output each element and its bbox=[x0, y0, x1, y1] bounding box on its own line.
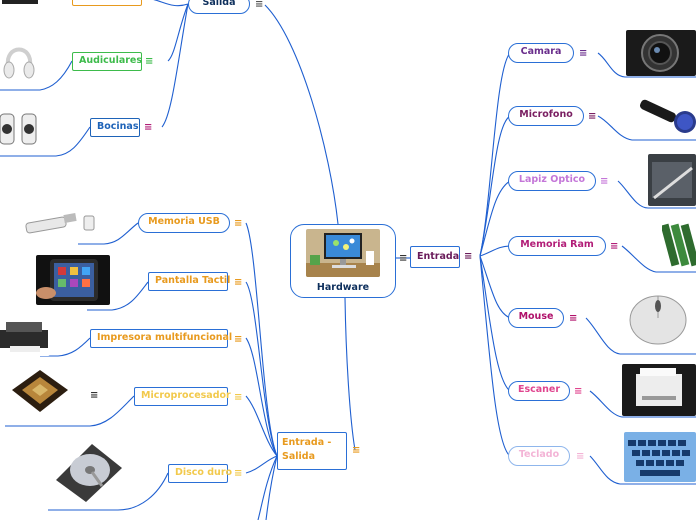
keyboard-image bbox=[624, 432, 696, 482]
node-entrada-salida[interactable]: Entrada - Salida bbox=[277, 432, 347, 470]
connector-center-es bbox=[344, 297, 356, 451]
microprocesador-menu-icon[interactable]: ≡ bbox=[234, 392, 243, 403]
connector-mouse-pic bbox=[585, 317, 696, 355]
hardware-image bbox=[306, 229, 380, 277]
microfono-menu-icon[interactable]: ≡ bbox=[588, 111, 597, 122]
entrada-pre-menu-icon[interactable]: ≡ bbox=[399, 253, 408, 264]
hardware-label: Hardware bbox=[316, 282, 370, 293]
hardware-central-topic[interactable]: Hardware bbox=[290, 224, 396, 298]
node-impresora-multifuncional[interactable]: Impresora multifuncional bbox=[90, 329, 232, 348]
connector-es-disco bbox=[245, 455, 278, 474]
hard-disk-image bbox=[52, 440, 126, 504]
connector-impresora-pic bbox=[40, 337, 91, 357]
node-memoria-ram[interactable]: Memoria Ram bbox=[508, 236, 606, 256]
connector-memoria-pic bbox=[621, 245, 696, 273]
microprocesador-image-menu-icon[interactable]: ≡ bbox=[90, 390, 99, 401]
monitor-image bbox=[0, 0, 44, 8]
connector-salida-bocinas bbox=[161, 3, 189, 128]
node-teclado[interactable]: Teclado bbox=[508, 446, 570, 466]
node-salida-hidden[interactable] bbox=[72, 0, 142, 6]
connector-es-down1 bbox=[257, 455, 278, 520]
node-bocinas[interactable]: Bocinas bbox=[90, 118, 140, 137]
microphone-image bbox=[635, 90, 696, 138]
node-memoria-usb[interactable]: Memoria USB bbox=[138, 213, 230, 233]
escaner-menu-icon[interactable]: ≡ bbox=[574, 386, 583, 397]
light-pen-image bbox=[648, 154, 696, 206]
connector-entrada-teclado bbox=[479, 255, 511, 457]
connector-disco-pic bbox=[48, 472, 169, 511]
mouse-image bbox=[620, 284, 696, 352]
scanner-image bbox=[622, 364, 696, 416]
node-microfono[interactable]: Microfono bbox=[508, 106, 584, 126]
connector-es-impresora bbox=[245, 337, 278, 457]
bocinas-menu-icon[interactable]: ≡ bbox=[144, 122, 153, 133]
connector-escaner-pic bbox=[589, 390, 696, 418]
node-lapiz-optico[interactable]: Lapiz Optico bbox=[508, 171, 596, 191]
connector-entrada-camara bbox=[479, 52, 511, 257]
node-mouse[interactable]: Mouse bbox=[508, 308, 564, 328]
connector-center-salida bbox=[264, 4, 339, 225]
connector-teclado-pic bbox=[589, 455, 696, 485]
connector-usb-pic bbox=[78, 222, 139, 245]
printer-image bbox=[0, 320, 50, 356]
microprocessor-image bbox=[6, 366, 72, 416]
node-microprocesador[interactable]: Microprocesador bbox=[134, 387, 231, 406]
pantalla-tactil-menu-icon[interactable]: ≡ bbox=[234, 277, 243, 288]
connector-salida-audiculares bbox=[167, 3, 189, 62]
connector-microfono-pic bbox=[597, 115, 696, 141]
connector-entrada-escaner bbox=[479, 255, 511, 392]
teclado-menu-icon[interactable]: ≡ bbox=[576, 451, 585, 462]
usb-image bbox=[22, 206, 98, 238]
connector-lapiz-pic bbox=[617, 180, 696, 209]
memoria-ram-menu-icon[interactable]: ≡ bbox=[610, 241, 619, 252]
ram-image bbox=[662, 220, 696, 270]
node-entrada[interactable]: Entrada bbox=[410, 246, 460, 268]
salida-menu-icon[interactable]: ≡ bbox=[255, 0, 264, 10]
disco-duro-menu-icon[interactable]: ≡ bbox=[234, 468, 243, 479]
connector-es-micro bbox=[245, 395, 278, 457]
memoria-usb-menu-icon[interactable]: ≡ bbox=[234, 218, 243, 229]
node-audiculares[interactable]: Audiculares bbox=[72, 52, 142, 71]
connector-entrada-lapiz bbox=[479, 180, 511, 257]
mouse-menu-icon[interactable]: ≡ bbox=[569, 313, 578, 324]
connector-audiculares-pic bbox=[0, 60, 73, 91]
connector-bocinas-pic bbox=[0, 126, 91, 157]
node-disco-duro[interactable]: Disco duro bbox=[168, 464, 232, 483]
speakers-image bbox=[0, 104, 44, 152]
impresora-menu-icon[interactable]: ≡ bbox=[234, 334, 243, 345]
entrada-salida-menu-icon[interactable]: ≡ bbox=[352, 445, 361, 456]
audiculares-menu-icon[interactable]: ≡ bbox=[145, 56, 154, 67]
camara-menu-icon[interactable]: ≡ bbox=[579, 48, 588, 59]
connector-camara-pic bbox=[597, 52, 696, 78]
connector-es-pantalla bbox=[245, 281, 278, 457]
connector-entrada-mouse bbox=[479, 255, 511, 319]
node-salida[interactable]: Salida bbox=[188, 0, 250, 14]
connector-salida-top bbox=[153, 0, 189, 7]
node-pantalla-tactil[interactable]: Pantalla Tactil bbox=[148, 272, 230, 291]
node-escaner[interactable]: Escaner bbox=[508, 381, 570, 401]
connector-es-down2 bbox=[265, 455, 278, 520]
camera-image bbox=[626, 30, 696, 76]
headphones-image bbox=[3, 36, 35, 84]
connector-entrada-memoria bbox=[479, 245, 511, 257]
touch-screen-image bbox=[36, 255, 110, 305]
node-camara[interactable]: Camara bbox=[508, 43, 574, 63]
lapiz-optico-menu-icon[interactable]: ≡ bbox=[600, 176, 609, 187]
entrada-menu-icon[interactable]: ≡ bbox=[464, 251, 473, 262]
connector-entrada-microfono bbox=[479, 115, 511, 257]
connector-micro-pic bbox=[5, 395, 135, 427]
connector-es-usb bbox=[245, 222, 278, 457]
connector-pantalla-pic bbox=[87, 281, 149, 311]
